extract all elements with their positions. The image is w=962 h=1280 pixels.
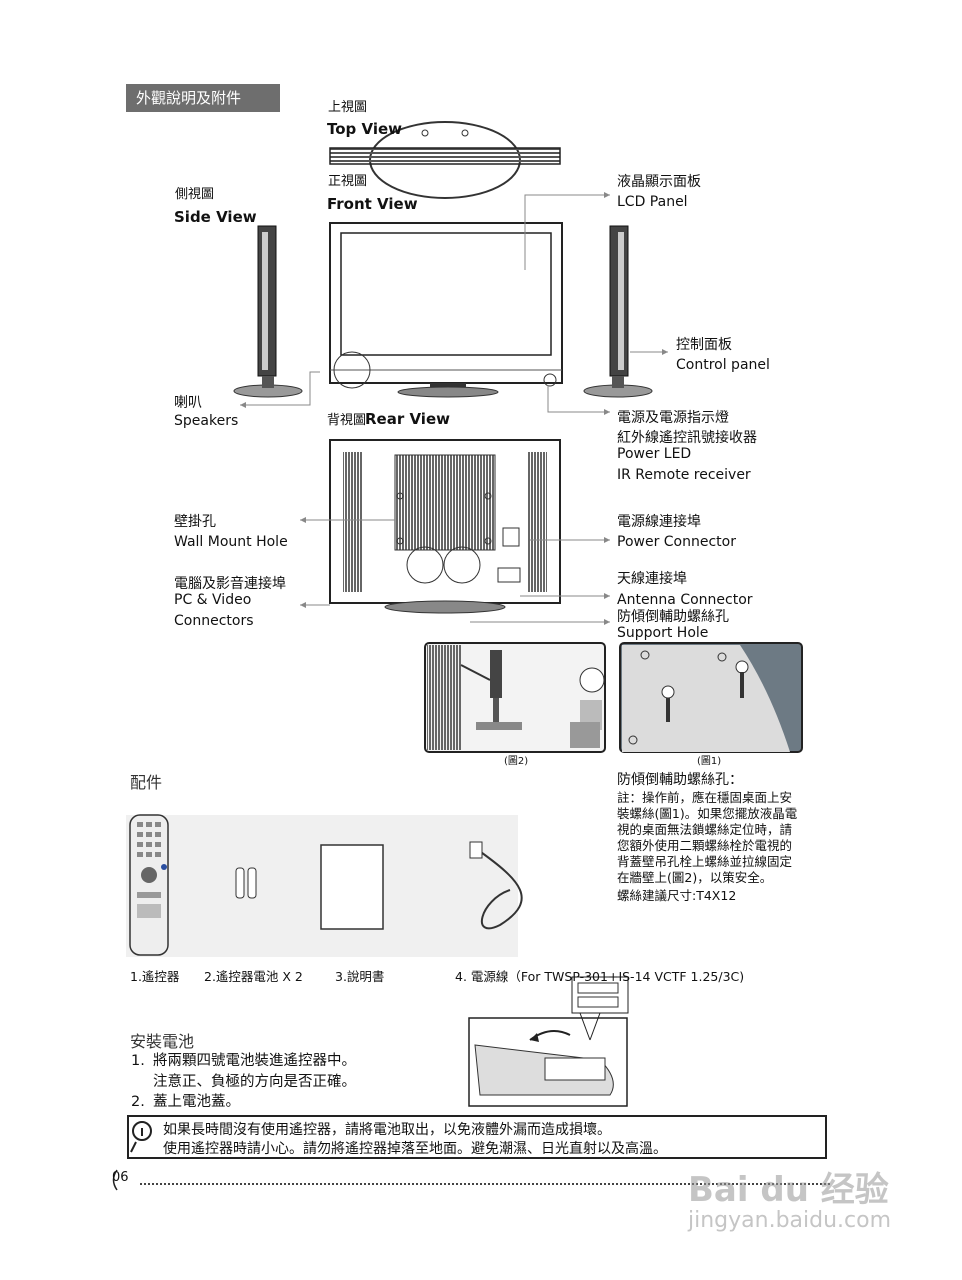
side-view-title: Side View [174, 208, 257, 226]
rear-view-zh: 背視圖 [327, 413, 367, 428]
power-connector-zh: 電源線連接埠 [617, 514, 701, 530]
figure-1-caption: (圖1) [697, 756, 722, 767]
pc-video-en-2: Connectors [174, 613, 254, 629]
rear-view-illustration [329, 439, 561, 614]
anti-tip-line: 註：操作前，應在穩固桌面上安 [617, 790, 793, 805]
power-led-zh-1: 電源及電源指示燈 [617, 410, 729, 426]
side-view-right [583, 225, 653, 398]
figure-1-illustration [619, 642, 803, 753]
speakers-zh: 喇叭 [174, 395, 202, 411]
page-corner-mark [112, 1169, 118, 1191]
support-hole-en: Support Hole [617, 625, 709, 641]
anti-tip-line: 在牆壁上(圖2)，以策安全。 [617, 870, 773, 885]
screw-size: 螺絲建議尺寸:T4X12 [617, 888, 737, 903]
warning-line-1: 如果長時間沒有使用遙控器，請將電池取出，以免液體外漏而造成損壞。 [163, 1122, 611, 1138]
top-view-zh: 上視圖 [328, 100, 368, 115]
anti-tip-line: 視的桌面無法鎖螺絲定位時，請 [617, 822, 793, 837]
front-view-zh: 正視圖 [328, 174, 368, 189]
top-view-illustration [329, 121, 561, 199]
lcd-panel-en: LCD Panel [617, 194, 688, 210]
accessory-item: 2.遙控器電池 X 2 [204, 969, 303, 984]
lcd-panel-zh: 液晶顯示面板 [617, 174, 701, 190]
rear-view-title: Rear View [365, 410, 450, 428]
power-led-zh-2: 紅外線遙控訊號接收器 [617, 430, 757, 446]
warning-box: 如果長時間沒有使用遙控器，請將電池取出，以免液體外漏而造成損壞。 使用遙控器時請… [127, 1115, 827, 1159]
accessories-illustration [126, 814, 523, 957]
anti-tip-line: 背蓋壁吊孔栓上螺絲並拉線固定 [617, 854, 793, 869]
accessories-heading: 配件 [130, 773, 163, 792]
power-led-en: Power LED [617, 446, 692, 462]
page-number: 06 [112, 1170, 129, 1185]
warning-info-icon [130, 1121, 152, 1153]
wall-mount-zh: 壁掛孔 [174, 514, 216, 530]
watermark-brand: Bai du 经验 [688, 1170, 889, 1210]
control-panel-zh: 控制面板 [676, 337, 732, 353]
antenna-en: Antenna Connector [617, 592, 753, 608]
accessory-item: 4. 電源線（For TWSP-301+IS-14 VCTF 1.25/3C) [455, 969, 745, 984]
front-view-illustration [329, 222, 563, 398]
accessory-item: 1.遙控器 [130, 969, 180, 984]
section-title: 外觀說明及附件 [126, 84, 280, 112]
antenna-zh: 天線連接埠 [617, 571, 687, 587]
pc-video-en-1: PC & Video [174, 592, 252, 608]
front-view-title: Front View [327, 195, 418, 213]
step-1-number: 1. [131, 1053, 145, 1069]
side-view-zh: 側視圖 [175, 187, 215, 202]
install-battery-heading: 安裝電池 [130, 1032, 195, 1051]
anti-tip-line: 您額外使用二顆螺絲栓於電視的 [617, 838, 793, 853]
anti-tip-heading: 防傾倒輔助螺絲孔： [617, 772, 743, 788]
speakers-en: Speakers [174, 413, 239, 429]
power-connector-en: Power Connector [617, 534, 736, 550]
control-panel-en: Control panel [676, 357, 770, 373]
footer-dotted-rule [140, 1183, 830, 1185]
pc-video-zh: 電腦及影音連接埠 [174, 576, 286, 592]
battery-install-illustration [468, 976, 629, 1107]
leader-arrowheads [240, 192, 668, 625]
ir-remote-en: IR Remote receiver [617, 467, 751, 483]
step-1-text: 將兩顆四號電池裝進遙控器中。 [153, 1053, 356, 1069]
leader-lines [240, 194, 668, 623]
side-view-left [233, 225, 303, 398]
figure-2-caption: (圖2) [504, 756, 529, 767]
anti-tip-line: 裝螺絲(圖1)。如果您擺放液晶電 [617, 806, 798, 821]
step-2-text: 蓋上電池蓋。 [153, 1094, 240, 1110]
wall-mount-en: Wall Mount Hole [174, 534, 288, 550]
accessory-item: 3.說明書 [335, 969, 385, 984]
top-view-title: Top View [327, 120, 403, 138]
warning-line-2: 使用遙控器時請小心。請勿將遙控器掉落至地面。避免潮濕、日光直射以及高溫。 [163, 1141, 667, 1157]
support-hole-zh: 防傾倒輔助螺絲孔 [617, 609, 729, 625]
figure-2-illustration [424, 642, 606, 753]
step-1-note: 注意正、負極的方向是否正確。 [153, 1074, 356, 1090]
watermark-url: jingyan.baidu.com [688, 1208, 892, 1233]
step-2-number: 2. [131, 1094, 145, 1110]
